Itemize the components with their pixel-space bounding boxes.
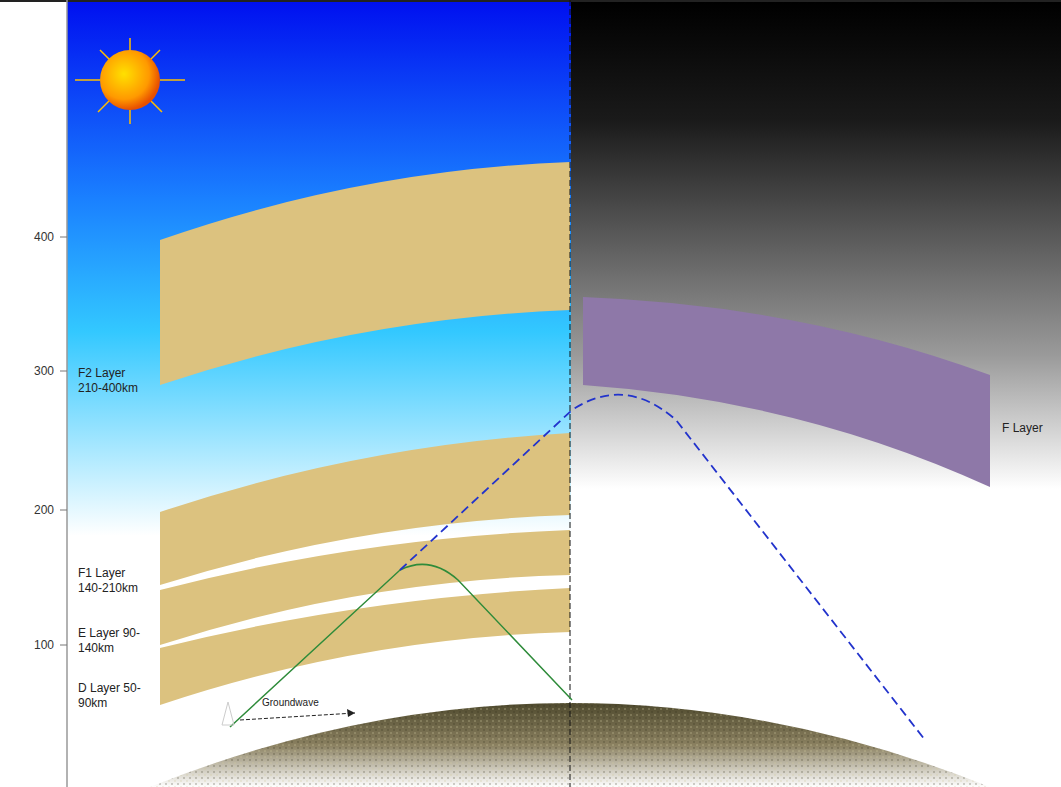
ionosphere-layer: D Layer 50-90km (78, 585, 573, 709)
axis-label: 300 (24, 364, 54, 378)
layer-label: D Layer 50-90km (78, 681, 152, 711)
axis-label: 200 (24, 503, 54, 517)
ionosphere-layer: F2 Layer 210-400km (78, 158, 573, 390)
layer-label: E Layer 90-140km (78, 626, 152, 656)
layer-band (78, 158, 573, 390)
axis-label: 100 (24, 638, 54, 652)
layer-label: F2 Layer 210-400km (78, 366, 152, 396)
layer-band (583, 292, 1058, 492)
layer-band-shape (583, 297, 990, 487)
layer-band (78, 585, 573, 709)
ionosphere-layer: F Layer (583, 292, 1058, 492)
layer-label: F Layer (1002, 421, 1058, 436)
layer-band-shape (160, 588, 570, 705)
layer-label: F1 Layer 140-210km (78, 566, 152, 596)
axis-label: 400 (24, 230, 54, 244)
layer-band-shape (160, 162, 570, 385)
groundwave-label: Groundwave (262, 697, 319, 708)
